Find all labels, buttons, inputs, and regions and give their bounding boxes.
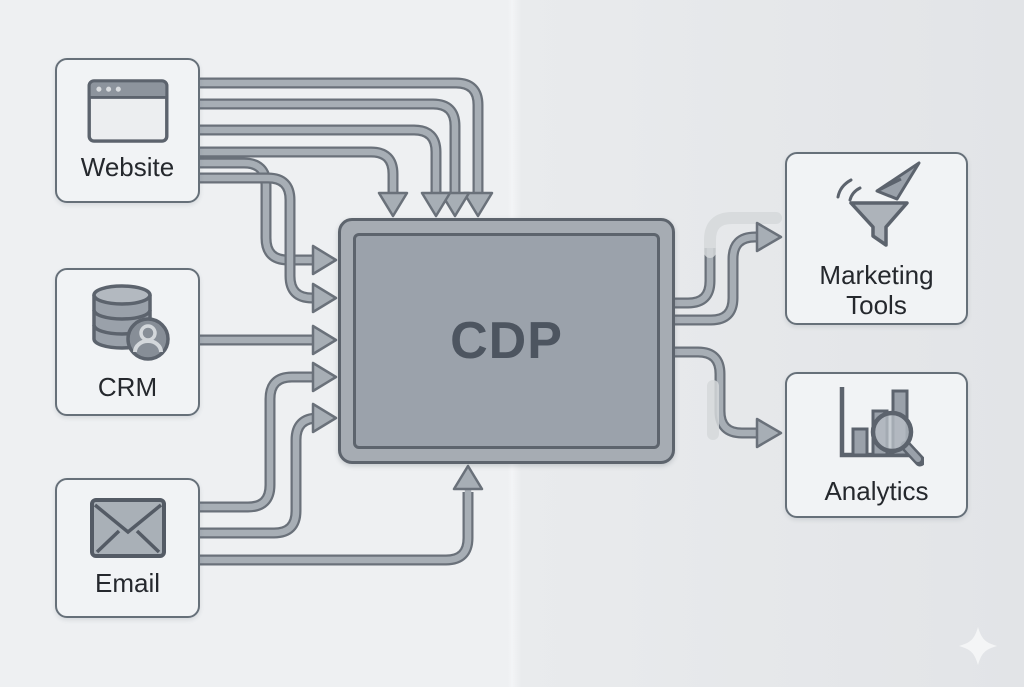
- node-email: Email: [55, 478, 200, 618]
- node-cdp: CDP: [338, 218, 675, 464]
- node-cdp-label: CDP: [450, 312, 563, 370]
- node-marketing-tools-label: Marketing Tools: [819, 260, 934, 320]
- browser-window-icon: [87, 79, 168, 143]
- arrow-website-to-cdp-top-4: [200, 146, 409, 218]
- node-analytics: Analytics: [785, 372, 968, 518]
- arrow-cdp-to-marketing: [675, 221, 783, 326]
- node-website-label: Website: [80, 151, 175, 182]
- arrow-website-to-cdp-top-3: [200, 124, 452, 218]
- arrow-website-to-cdp-top-2: [200, 98, 471, 218]
- node-crm: CRM: [55, 268, 200, 416]
- node-analytics-label: Analytics: [824, 476, 929, 507]
- arrow-cdp-to-analytics: [675, 346, 783, 449]
- arrow-email-to-cdp-bottom: [200, 464, 484, 566]
- node-email-label: Email: [94, 568, 160, 599]
- node-website: Website: [55, 58, 200, 203]
- arrow-website-to-cdp-left-2: [200, 172, 338, 314]
- node-cdp-inner-panel: CDP: [353, 233, 660, 449]
- sparkle-icon: [959, 627, 997, 665]
- database-user-icon: [91, 284, 170, 362]
- arrow-email-to-cdp-left-2: [200, 402, 338, 539]
- arrow-website-to-cdp-top-1: [200, 77, 494, 218]
- node-crm-label: CRM: [97, 372, 158, 403]
- envelope-icon: [89, 498, 166, 559]
- faded-arrow-segment: [675, 212, 782, 309]
- funnel-paper-plane-icon: [836, 161, 920, 248]
- node-marketing-tools: Marketing Tools: [785, 152, 968, 325]
- arrow-website-to-cdp-left-1: [200, 157, 338, 276]
- arrow-crm-to-cdp-left: [200, 324, 338, 356]
- arrow-email-to-cdp-left-1: [200, 361, 338, 513]
- bar-chart-magnifier-icon: [839, 387, 924, 467]
